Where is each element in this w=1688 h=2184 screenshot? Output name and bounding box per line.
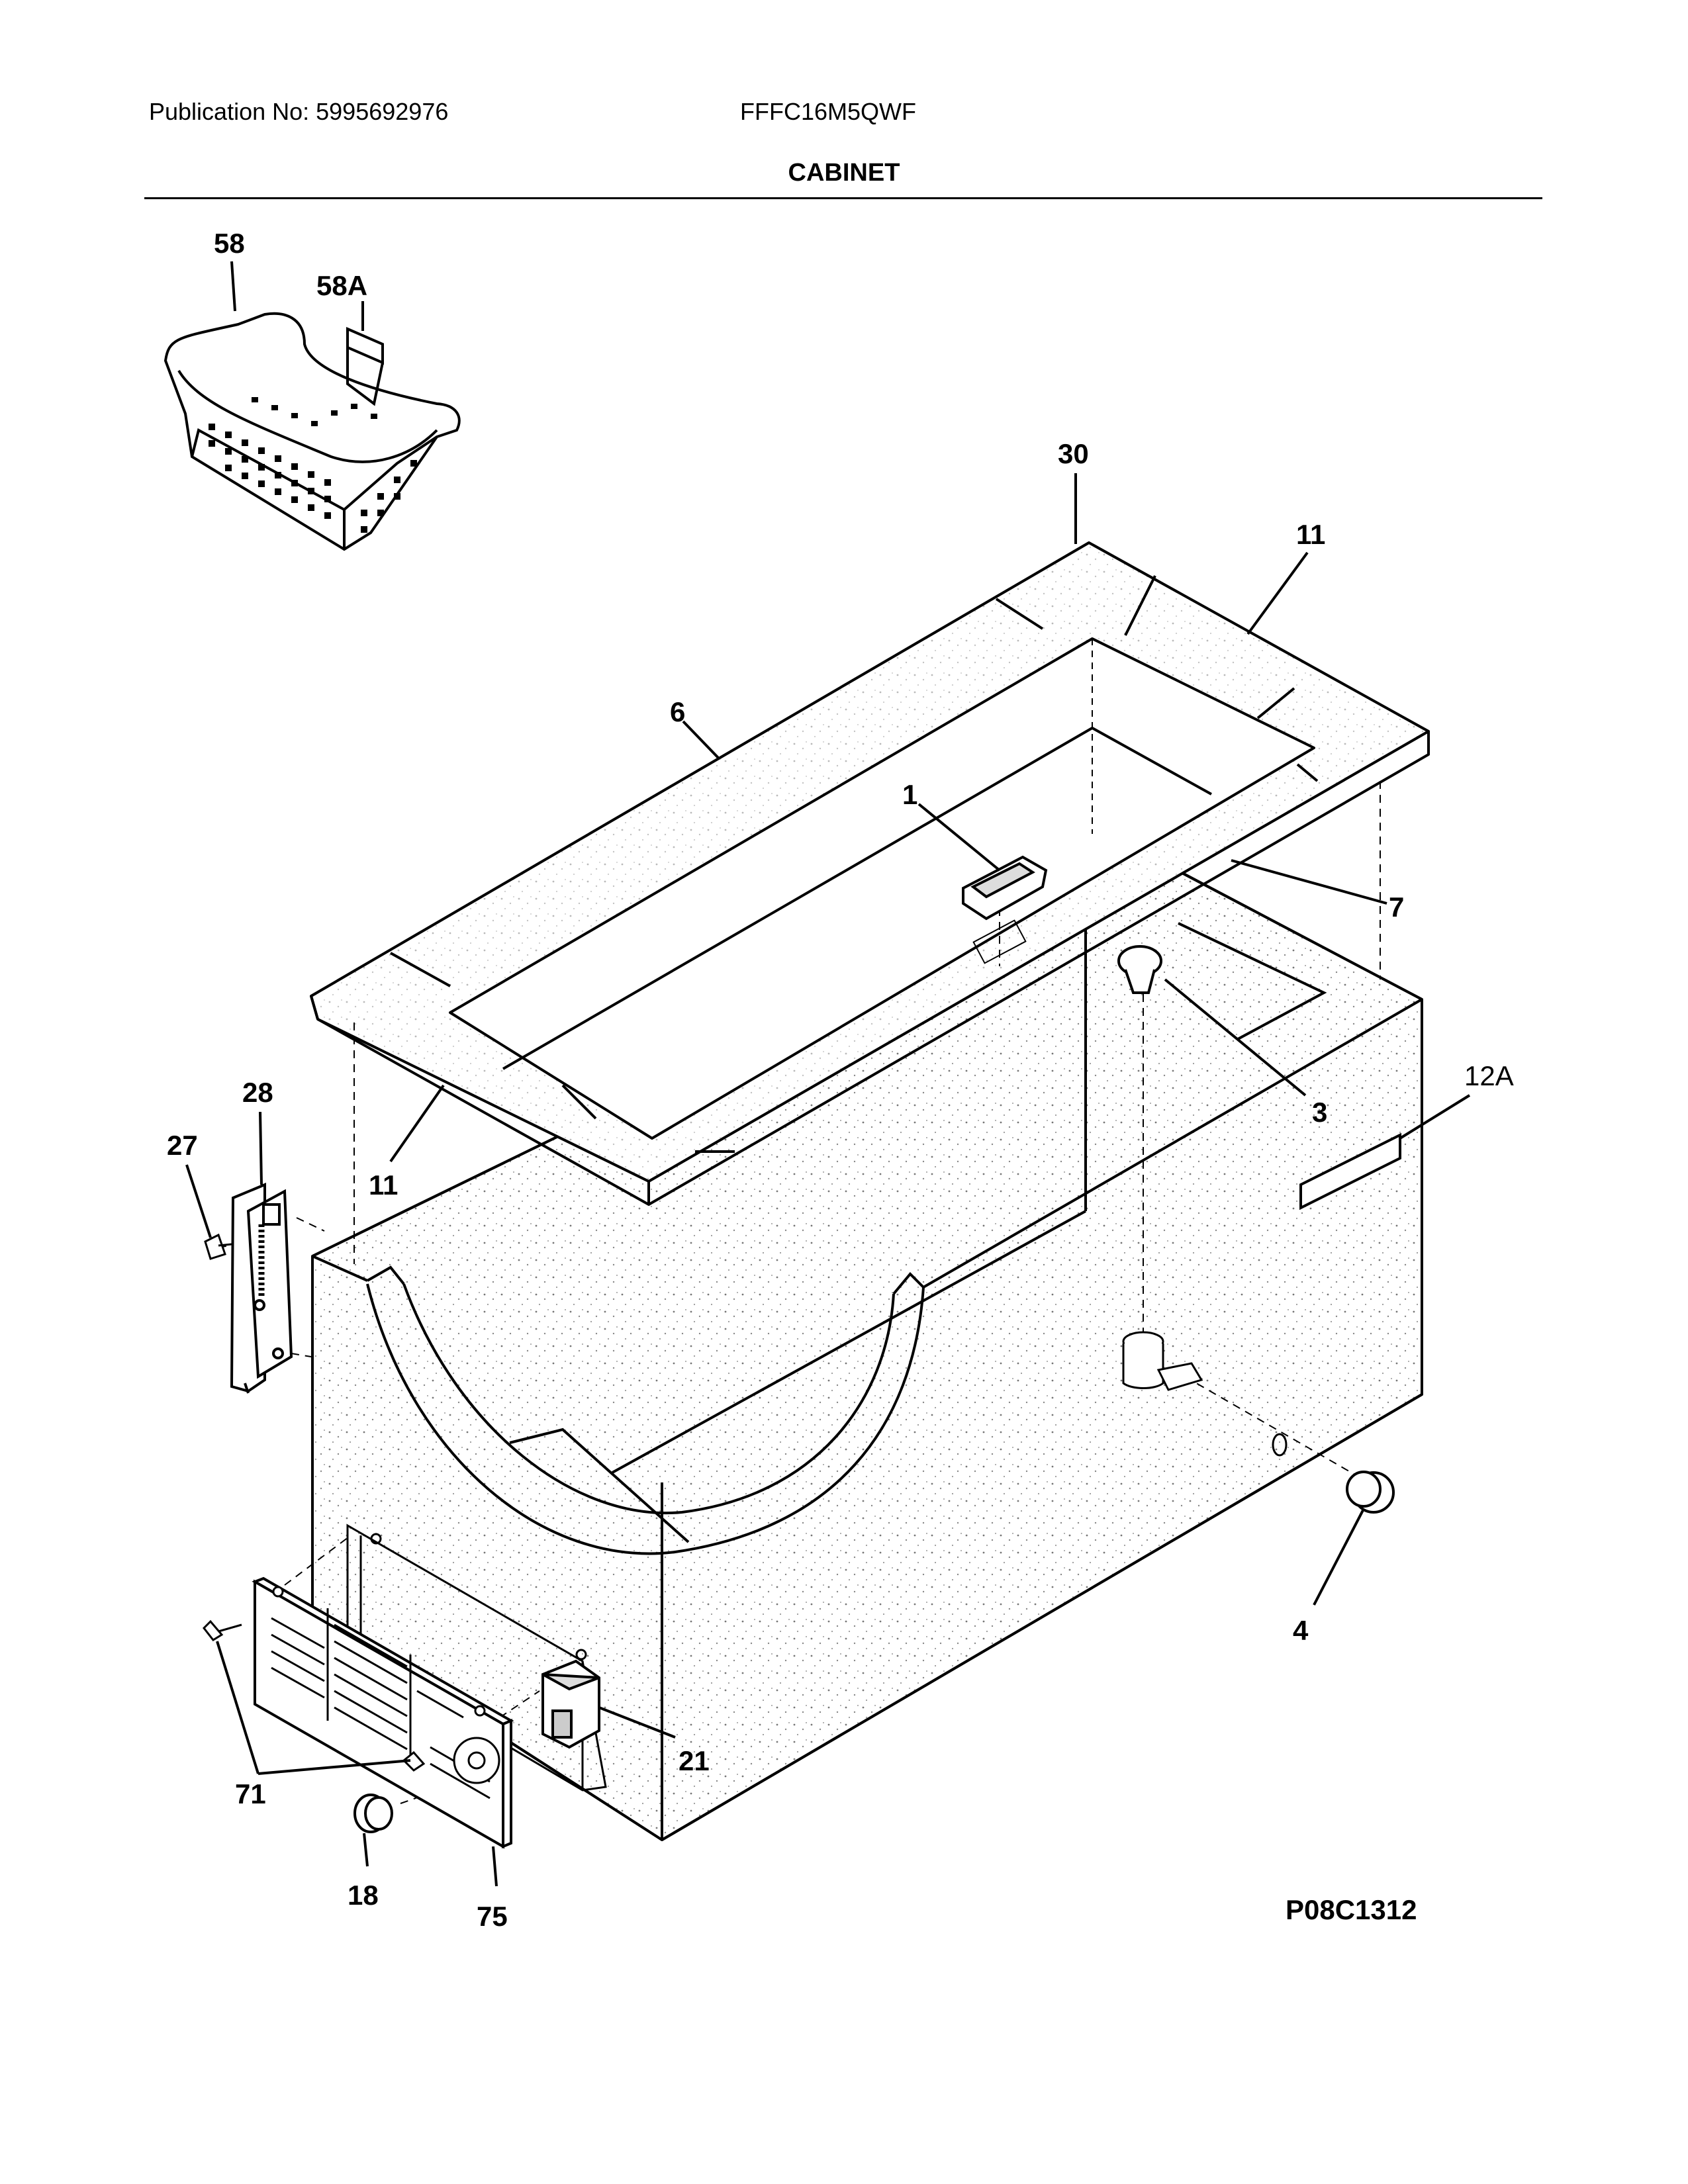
lid-gasket-frame	[310, 541, 1430, 1206]
part-18-button	[353, 1794, 393, 1833]
callout-28: 28	[242, 1077, 273, 1108]
basket-holes	[209, 397, 417, 533]
cabinet-cutaway	[366, 913, 1327, 1555]
callout-58: 58	[214, 228, 245, 259]
drain-tube	[1122, 1331, 1288, 1457]
section-title: CABINET	[788, 159, 900, 187]
alignment-guides	[218, 781, 1381, 1804]
callout-11-bottom: 11	[369, 1169, 398, 1201]
callout-75: 75	[477, 1901, 508, 1932]
callout-18: 18	[348, 1880, 379, 1911]
drawing-id: P08C1312	[1286, 1894, 1417, 1925]
model-number: FFFC16M5QWF	[740, 98, 916, 125]
part-21-relay	[541, 1659, 600, 1749]
callout-3: 3	[1312, 1097, 1327, 1128]
callout-21: 21	[679, 1745, 710, 1776]
callout-labels: 58 58A 30 11 6 1 7 3 12A 28 27 11 4 21 7…	[167, 228, 1514, 1932]
publication-number: Publication No: 5995692976	[149, 98, 449, 125]
part-58a-divider	[346, 326, 384, 406]
callout-4: 4	[1293, 1615, 1309, 1646]
part-12a-label	[1299, 1132, 1401, 1210]
header-rule	[144, 197, 1542, 199]
callout-7: 7	[1389, 891, 1404, 923]
grille-louvers	[271, 1608, 491, 1799]
part-4-drain-cap	[1346, 1471, 1395, 1514]
part-28-hinge	[230, 1183, 293, 1394]
part-3-drain-plug	[1117, 945, 1162, 994]
callout-12a: 12A	[1464, 1060, 1514, 1091]
callout-6: 6	[670, 696, 685, 727]
part-1-light	[962, 855, 1048, 964]
grille-holes	[272, 1586, 500, 1784]
callout-71: 71	[235, 1778, 266, 1809]
callout-11-top: 11	[1296, 519, 1325, 550]
part-58-basket	[164, 312, 461, 551]
callout-58a: 58A	[316, 270, 367, 301]
callout-30: 30	[1058, 438, 1089, 469]
callout-27: 27	[167, 1130, 198, 1161]
callout-1: 1	[902, 779, 917, 810]
leader-lines	[185, 261, 1471, 1887]
part-27-screw	[204, 1233, 232, 1260]
part-71-screws	[203, 1619, 426, 1772]
